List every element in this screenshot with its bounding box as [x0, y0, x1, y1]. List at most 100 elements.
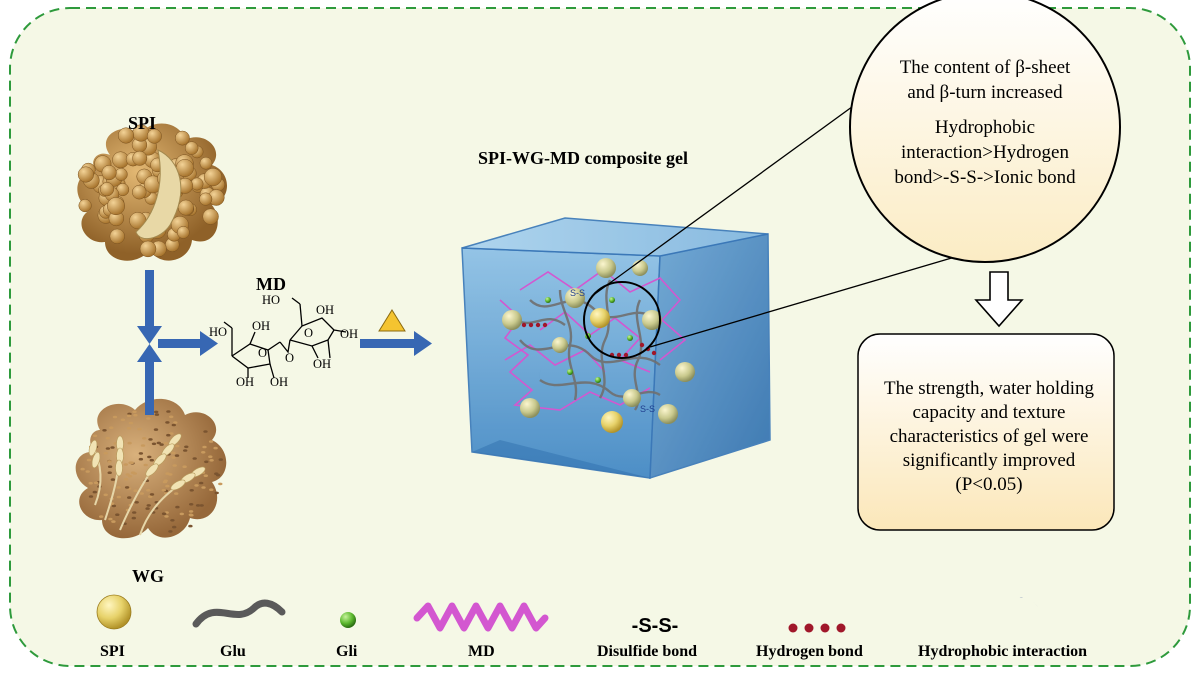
- legend-gli-sphere: [340, 612, 356, 628]
- legend-disulfide-symbol: -S-S-: [632, 615, 679, 637]
- wheat-grain: [127, 441, 132, 445]
- wheat-grain: [175, 505, 180, 509]
- wheat-grain: [188, 513, 193, 517]
- protein-particle: [642, 310, 662, 330]
- legend-spi-sphere: [96, 594, 132, 630]
- result-box: [857, 333, 1115, 531]
- wheat-grain: [103, 493, 108, 497]
- wheat-grain: [129, 461, 134, 465]
- legend-glu-chain: [192, 599, 286, 628]
- wheat-grain: [173, 421, 178, 424]
- wheat-grain: [188, 524, 193, 528]
- callout-line-4: interaction>Hydrogen: [901, 142, 1069, 163]
- wheat-grain: [218, 482, 223, 486]
- wheat-grain: [172, 525, 177, 529]
- wheat-grain: [124, 486, 130, 489]
- wheat-grain: [107, 471, 112, 475]
- wheat-grain: [153, 428, 159, 431]
- soybean-grain: [202, 208, 219, 225]
- wheat-grain: [111, 504, 117, 508]
- wheat-grain: [110, 478, 116, 481]
- result-line-4: significantly improved: [902, 450, 1076, 471]
- wheat-grain: [126, 414, 132, 418]
- wheat-grain: [183, 449, 188, 452]
- callout-text: The content of β-sheet and β-turn increa…: [855, 55, 1115, 200]
- mol-group-7: O: [304, 326, 313, 340]
- legend-hydrophobic-label: Hydrophobic interaction: [918, 643, 1088, 660]
- wheat-grain: [174, 454, 180, 457]
- mol-group-2: OH: [252, 319, 270, 333]
- wheat-grain: [204, 460, 209, 464]
- wheat-grain: [175, 444, 180, 448]
- wheat-grain: [201, 451, 206, 454]
- wg-label: WG: [132, 566, 165, 586]
- soybean-grain: [139, 240, 157, 258]
- wheat-grain: [127, 475, 133, 478]
- gli-particle: [609, 297, 615, 303]
- wheat-grain: [92, 434, 98, 438]
- wheat-grain: [132, 410, 137, 414]
- wheat-grain: [182, 465, 187, 469]
- soybean-grain: [114, 167, 128, 181]
- wheat-grain: [171, 451, 176, 455]
- legend-hydrogen-dots: [788, 623, 846, 633]
- mol-group-8: OH: [316, 303, 334, 317]
- wheat-grain: [111, 520, 116, 523]
- wheat-grain: [161, 512, 167, 515]
- flow-arrows: [137, 270, 432, 415]
- wheat-grain: [139, 492, 144, 495]
- wheat-grain: [126, 427, 132, 430]
- soybean-grain: [101, 165, 117, 181]
- wheat-grain: [128, 421, 134, 425]
- protein-particle: [596, 258, 616, 278]
- protein-particle: [601, 411, 623, 433]
- wheat-grain: [142, 437, 147, 440]
- mol-group-5: OH: [270, 375, 288, 389]
- wheat-grain: [102, 429, 107, 432]
- legend-glu-label: Glu: [220, 643, 246, 660]
- mol-group-11: OH: [313, 357, 331, 371]
- gel-cube: [461, 217, 771, 480]
- mol-group-6: HO: [262, 293, 280, 307]
- wheat-grain: [172, 464, 177, 467]
- wheat-grain: [134, 501, 139, 504]
- maltodextrin-labels: HO OH O OH OH HO O OH OH O OH: [209, 293, 358, 389]
- soybean-grain: [77, 166, 94, 183]
- wheat-grain: [109, 426, 114, 430]
- wheat-grain: [149, 493, 155, 496]
- wheat-grain: [116, 495, 122, 499]
- result-line-2: capacity and texture: [912, 402, 1066, 423]
- gel-bond-label-2: S-S: [640, 404, 655, 414]
- wheat-grain: [199, 504, 204, 507]
- protein-particle: [590, 308, 610, 328]
- result-line-1: The strength, water holding: [883, 378, 1094, 399]
- protein-particle: [520, 398, 540, 418]
- zoom-circle: [583, 281, 661, 359]
- wheat-grain: [166, 410, 171, 413]
- wheat-grain: [189, 503, 194, 506]
- legend-gli-label: Gli: [336, 643, 358, 660]
- wheat-grain: [147, 455, 152, 459]
- soybean-grain: [109, 228, 125, 244]
- protein-particle: [552, 337, 568, 353]
- wheat-grain: [161, 488, 166, 492]
- wheat-grain: [107, 465, 113, 469]
- gel-network: S-S S-S: [499, 258, 705, 433]
- wheat-grain: [137, 427, 142, 431]
- soybean-grain: [184, 141, 199, 155]
- wheat-grain: [127, 496, 132, 499]
- wheat-image: [75, 398, 227, 539]
- wheat-grain: [112, 415, 118, 419]
- wheat-grain: [218, 458, 223, 461]
- wheat-grain: [189, 489, 194, 492]
- wheat-grain: [138, 452, 144, 455]
- callout-line-3: Hydrophobic: [934, 117, 1036, 138]
- wheat-grain: [145, 507, 150, 510]
- wheat-grain: [130, 471, 136, 475]
- wheat-grain: [88, 481, 93, 485]
- soybean-grain: [78, 199, 92, 213]
- legend-spi-label: SPI: [100, 643, 125, 660]
- wheat-grain: [169, 432, 174, 435]
- wheat-grain: [146, 489, 151, 492]
- wheat-grain: [146, 417, 151, 420]
